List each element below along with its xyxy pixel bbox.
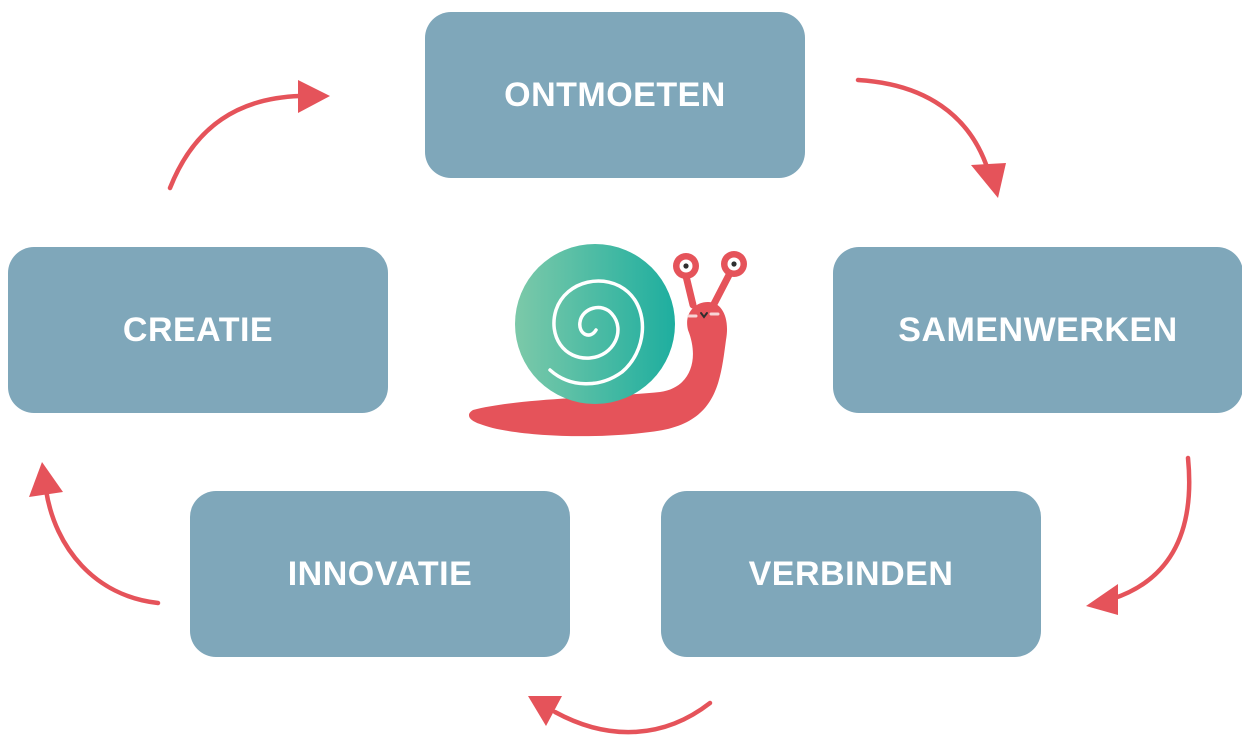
- step-ontmoeten: ONTMOETEN: [425, 12, 805, 178]
- step-innovatie: INNOVATIE: [190, 491, 570, 657]
- step-label: SAMENWERKEN: [898, 310, 1178, 349]
- step-label: INNOVATIE: [287, 554, 473, 593]
- step-samenwerken: SAMENWERKEN: [833, 247, 1242, 413]
- snail-icon: [468, 244, 747, 437]
- arrow-icon: [855, 77, 1006, 198]
- step-label: VERBINDEN: [748, 554, 954, 593]
- arrow-icon: [167, 80, 330, 191]
- step-creatie: CREATIE: [8, 247, 388, 413]
- step-verbinden: VERBINDEN: [661, 491, 1041, 657]
- step-label: ONTMOETEN: [504, 75, 726, 114]
- arrow-icon: [29, 462, 161, 606]
- step-label: CREATIE: [122, 310, 274, 349]
- arrow-icon: [1086, 455, 1192, 615]
- arrow-icon: [528, 696, 713, 735]
